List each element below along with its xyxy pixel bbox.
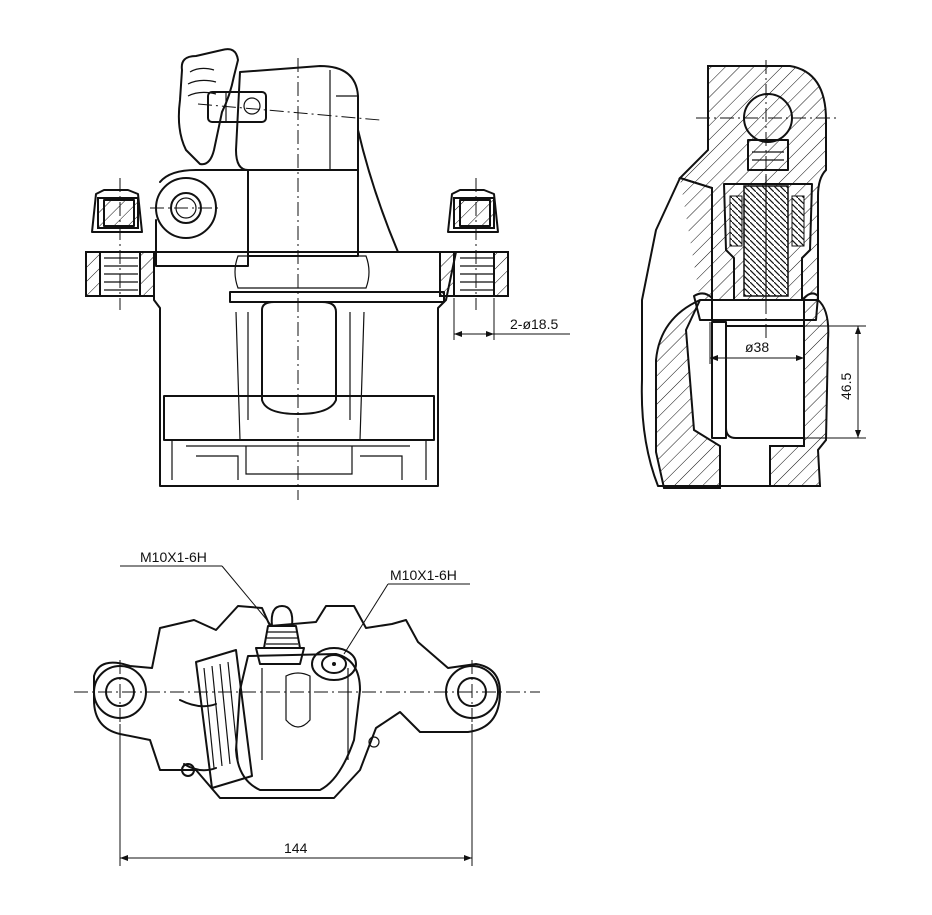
- piston-height-label: 46.5: [838, 373, 854, 400]
- guide-pin-left: [85, 189, 155, 297]
- caliper-housing-bottom: [235, 653, 361, 791]
- section-view: ø38 46.5: [640, 60, 866, 489]
- bleeder-valve: [255, 605, 305, 665]
- mount-spacing-dimension: 144: [119, 724, 473, 866]
- handbrake-lever: [177, 48, 239, 166]
- section-piston: [725, 325, 805, 439]
- caliper-body: [153, 251, 457, 487]
- bottom-view: M10X1-6H M10X1-6H 144: [74, 549, 540, 866]
- piston-diameter-label: ø38: [745, 339, 769, 355]
- mount-spacing-label: 144: [284, 840, 308, 856]
- bracket-outline: [93, 605, 501, 799]
- pin-diameter-label: 2-ø18.5: [510, 316, 558, 332]
- piston-height-dimension: 46.5: [804, 325, 866, 439]
- pin-diameter-dimension: 2-ø18.5: [453, 298, 570, 340]
- thread-label-left: M10X1-6H: [140, 549, 207, 565]
- thread-label-right: M10X1-6H: [390, 567, 457, 583]
- front-view: 2-ø18.5: [85, 48, 570, 500]
- center-line-bolt: [197, 103, 381, 121]
- handbrake-lever-bottom: [179, 649, 253, 789]
- thread-callout-right: M10X1-6H: [343, 567, 470, 655]
- thread-callout-left: M10X1-6H: [120, 549, 273, 627]
- guide-pin-right: [439, 189, 509, 297]
- upper-housing: [235, 65, 359, 171]
- piston-diameter-dimension: ø38: [709, 322, 805, 364]
- brake-hose-port: [311, 647, 357, 681]
